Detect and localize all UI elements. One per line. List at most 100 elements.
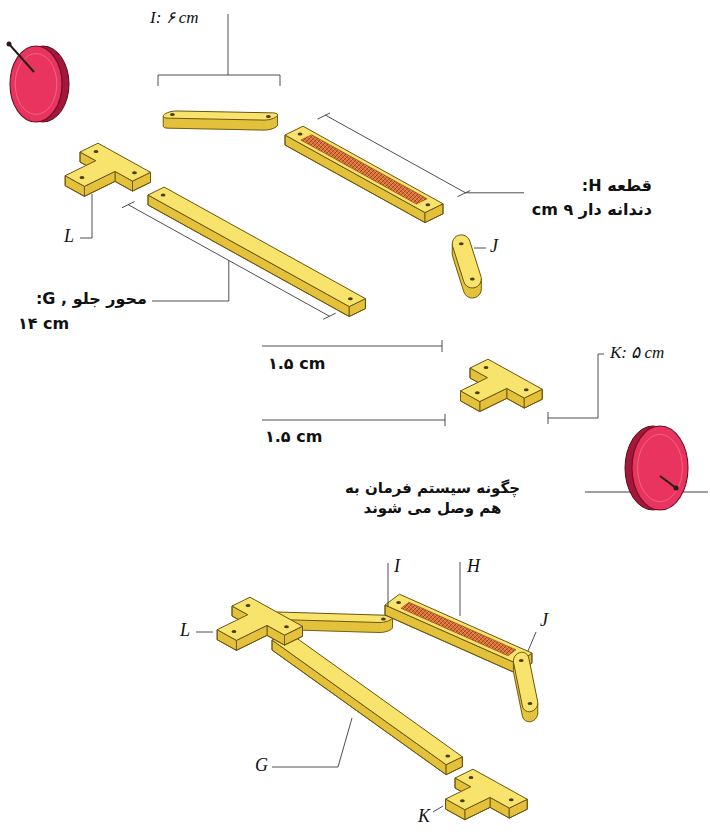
piece-top <box>461 359 543 401</box>
piece-side <box>381 622 383 632</box>
piece-edge <box>80 152 81 162</box>
dimension-bracket <box>317 113 330 119</box>
piece-side <box>475 287 477 298</box>
piece-side <box>272 640 446 775</box>
part-letter: G <box>255 755 268 777</box>
pin-hole <box>509 798 514 801</box>
piece-top <box>513 652 537 712</box>
piece-edge <box>381 632 383 633</box>
piece-edge <box>379 632 381 633</box>
part-letter: J <box>540 610 548 632</box>
pin-hole <box>396 601 401 604</box>
leader-line <box>152 260 229 301</box>
pin-hole <box>284 625 289 628</box>
piece-edge <box>463 292 465 294</box>
link-piece <box>513 652 537 722</box>
piece-edge <box>460 391 461 401</box>
piece-edge <box>513 671 514 673</box>
pin-hole <box>470 278 475 281</box>
piece-side <box>271 118 273 129</box>
pin-hole <box>425 203 430 206</box>
piece-edge <box>65 186 84 197</box>
leader-line <box>272 718 352 767</box>
piece-edge <box>490 807 509 818</box>
leader-line <box>196 632 213 633</box>
dimension-bracket <box>323 313 336 319</box>
piece-edge <box>523 718 524 720</box>
part-letter: K <box>418 806 430 828</box>
piece-edge <box>542 389 543 399</box>
dimension-bracket <box>122 202 135 208</box>
piece-side <box>285 135 425 223</box>
link-piece <box>163 111 277 130</box>
piece-edge <box>530 721 532 722</box>
pin-hole <box>519 659 524 662</box>
piece-edge <box>445 799 446 809</box>
piece-edge <box>264 129 266 130</box>
piece-edge <box>443 204 444 214</box>
piece-edge <box>537 713 538 715</box>
pin-hole <box>298 132 303 135</box>
pin-hole <box>232 630 237 633</box>
piece-edge <box>302 626 303 636</box>
piece-edge <box>217 640 236 651</box>
piece-side <box>530 711 532 721</box>
part-letter: I <box>394 556 400 578</box>
piece-edge <box>536 715 538 717</box>
wheel <box>7 42 70 123</box>
piece-side <box>163 116 164 127</box>
piece-side <box>163 117 165 128</box>
piece-edge <box>388 630 390 632</box>
piece-edge <box>272 650 446 775</box>
piece-edge <box>527 799 528 809</box>
piece-side <box>379 622 381 632</box>
leader-line <box>228 14 229 75</box>
leader-line <box>548 354 604 418</box>
piece-edge <box>534 719 536 720</box>
piece-side <box>528 712 530 722</box>
dimension-bracket <box>457 191 470 197</box>
piece-edge <box>509 809 527 818</box>
piece-top <box>65 143 150 186</box>
pin-hole <box>484 366 489 369</box>
piece-top <box>163 111 277 120</box>
pin-hole <box>381 617 386 620</box>
piece-edge <box>266 129 268 130</box>
pin-hole <box>524 388 529 391</box>
pin-hole <box>460 799 465 802</box>
wheel-face <box>10 46 62 122</box>
dimension-bracket <box>128 205 329 317</box>
dimension-bracket <box>548 412 549 424</box>
piece-side <box>473 288 475 298</box>
piece-edge <box>528 721 530 722</box>
dimension-label: K: ۵ cm <box>610 343 664 363</box>
pin-hole <box>469 776 474 779</box>
part-letter: J <box>490 236 498 258</box>
link-piece <box>452 235 481 298</box>
piece-edge <box>465 294 467 296</box>
piece-edge <box>446 767 462 775</box>
piece-side <box>468 287 470 298</box>
piece-edge <box>468 296 470 298</box>
piece-top <box>285 126 443 212</box>
rack-teeth <box>401 602 516 656</box>
piece-side <box>264 120 266 130</box>
dimension-bracket <box>158 75 159 86</box>
piece-side <box>148 195 349 317</box>
piece-edge <box>133 182 151 191</box>
piece-edge <box>273 127 275 129</box>
piece-edge <box>475 296 477 298</box>
part-letter: H <box>467 556 480 578</box>
pin-hole <box>161 193 166 196</box>
piece-top <box>148 187 365 306</box>
dimension-label: ۱.۵ cm <box>268 354 325 373</box>
piece-edge <box>466 296 468 297</box>
piece-top <box>452 235 481 288</box>
part-letter: L <box>180 620 190 642</box>
rack-piece <box>385 594 532 674</box>
piece-edge <box>165 127 166 128</box>
dimension-bracket <box>445 414 446 426</box>
dimension-label: I: ۶ cm <box>150 8 199 28</box>
pin-hole <box>459 242 464 245</box>
